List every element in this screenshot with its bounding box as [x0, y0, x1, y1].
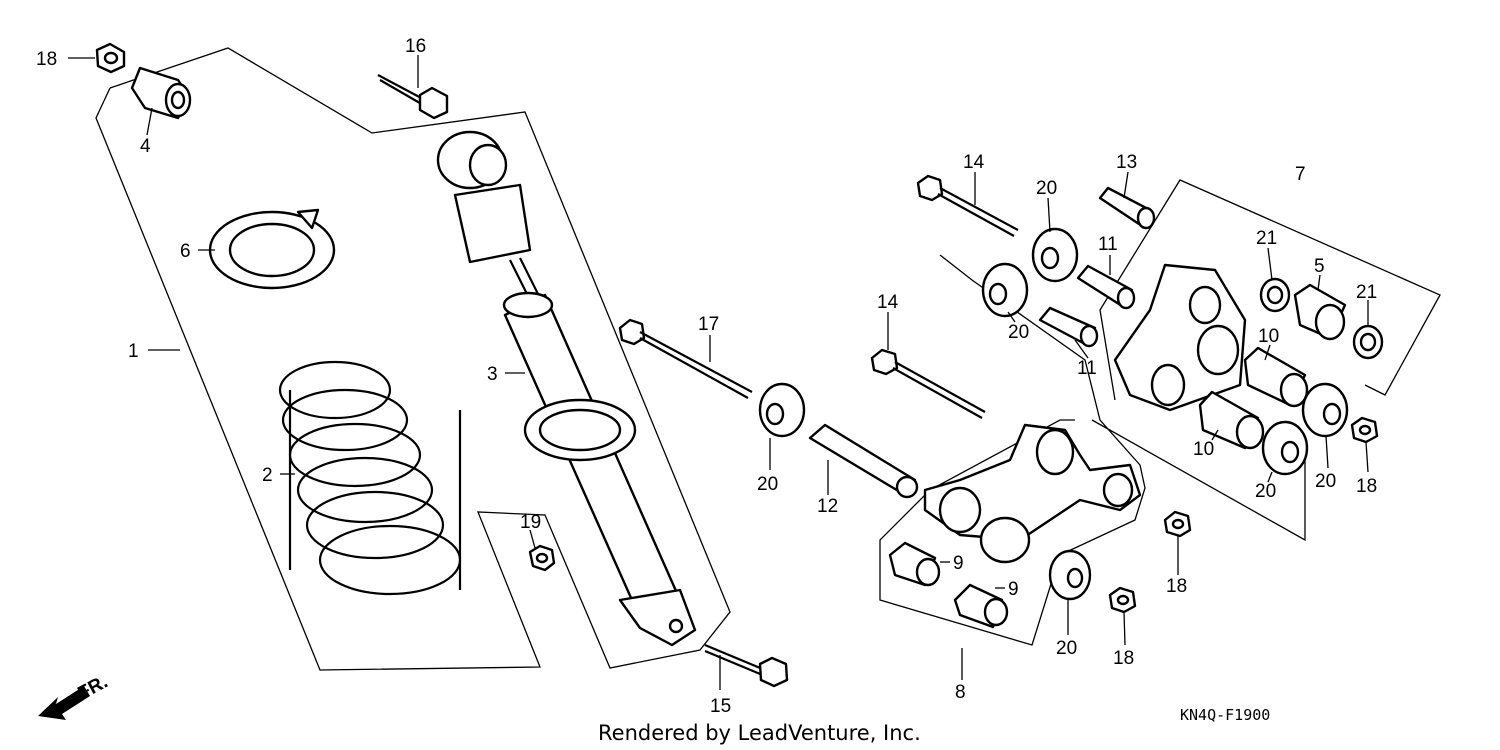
callout-20: 20	[757, 474, 778, 495]
callout-8: 8	[955, 682, 966, 703]
flange-nut-part	[95, 42, 126, 74]
flange-nut-part	[1350, 416, 1379, 444]
callout-20: 20	[1056, 638, 1077, 659]
dust-seal-part	[1259, 277, 1291, 313]
dust-seal-part	[1261, 420, 1309, 476]
callout-20: 20	[1255, 481, 1276, 502]
diagram-code: KN4Q-F1900	[1180, 706, 1270, 724]
callout-14: 14	[963, 152, 985, 173]
bushing-part	[888, 541, 941, 587]
callout-20: 20	[1036, 178, 1057, 199]
flange-nut-part	[1108, 586, 1137, 614]
coil-spring-part	[278, 360, 462, 596]
dust-seal-part	[1301, 382, 1349, 438]
bushing-part	[1243, 346, 1309, 408]
callout-11: 11	[1077, 358, 1097, 379]
flange-nut-part	[1163, 510, 1192, 538]
callout-15: 15	[710, 696, 731, 717]
callout-19: 19	[520, 512, 541, 533]
callout-7: 7	[1295, 164, 1306, 185]
assembly-boundary-arm	[1091, 179, 1441, 542]
assembly-boundary-link	[879, 254, 1146, 646]
callout-4: 4	[140, 136, 151, 157]
upper-bolt-part	[377, 74, 449, 120]
dust-seal-part	[981, 262, 1029, 318]
callout-12: 12	[817, 496, 838, 517]
assembly-boundary-shock	[95, 47, 731, 671]
callout-18: 18	[36, 49, 57, 70]
callout-16: 16	[405, 36, 426, 57]
cushion-arm-part	[1113, 263, 1247, 412]
callout-21: 21	[1356, 282, 1377, 303]
callout-14: 14	[877, 292, 899, 313]
spring-seat-part	[208, 208, 336, 290]
callout-1: 1	[128, 341, 139, 362]
leader-lines	[68, 55, 1369, 690]
callout-10: 10	[1193, 439, 1214, 460]
callout-6: 6	[180, 241, 191, 262]
callout-2: 2	[262, 465, 273, 486]
render-credit: Rendered by LeadVenture, Inc.	[598, 721, 921, 745]
callout-20: 20	[1315, 471, 1336, 492]
callout-3: 3	[487, 364, 498, 385]
callout-9: 9	[1008, 579, 1019, 600]
callout-18: 18	[1113, 648, 1134, 669]
front-direction-arrow-icon: FR.	[38, 672, 111, 720]
callout-18: 18	[1356, 476, 1377, 497]
bushing-part	[1293, 283, 1347, 341]
long-bolt-part	[618, 318, 753, 399]
nut-part	[528, 544, 556, 572]
bushing-part	[1198, 390, 1265, 450]
connecting-rod-part	[923, 423, 1142, 564]
dust-seal-part	[1031, 227, 1079, 283]
callout-9: 9	[953, 553, 964, 574]
lower-bolt-part	[704, 643, 789, 688]
rubber-bushing-part	[130, 66, 192, 120]
callout-18: 18	[1166, 576, 1187, 597]
shock-absorber-part	[436, 130, 697, 647]
pivot-bolt-part	[916, 174, 1019, 237]
collar-part	[1098, 186, 1156, 230]
callout-17: 17	[698, 314, 719, 335]
dust-seal-part	[1352, 324, 1384, 360]
callout-5: 5	[1314, 256, 1325, 277]
bushing-part	[953, 583, 1009, 629]
callout-20: 20	[1008, 322, 1029, 343]
callout-11: 11	[1098, 234, 1118, 255]
pivot-bolt-part	[870, 348, 986, 419]
dust-seal-part	[758, 382, 806, 438]
collar-pipe-part	[808, 423, 919, 499]
callout-13: 13	[1116, 152, 1137, 173]
callout-21: 21	[1256, 228, 1277, 249]
collar-part	[1038, 306, 1099, 348]
collar-part	[1076, 264, 1136, 310]
callout-10: 10	[1258, 326, 1279, 347]
dust-seal-part	[1048, 549, 1092, 601]
